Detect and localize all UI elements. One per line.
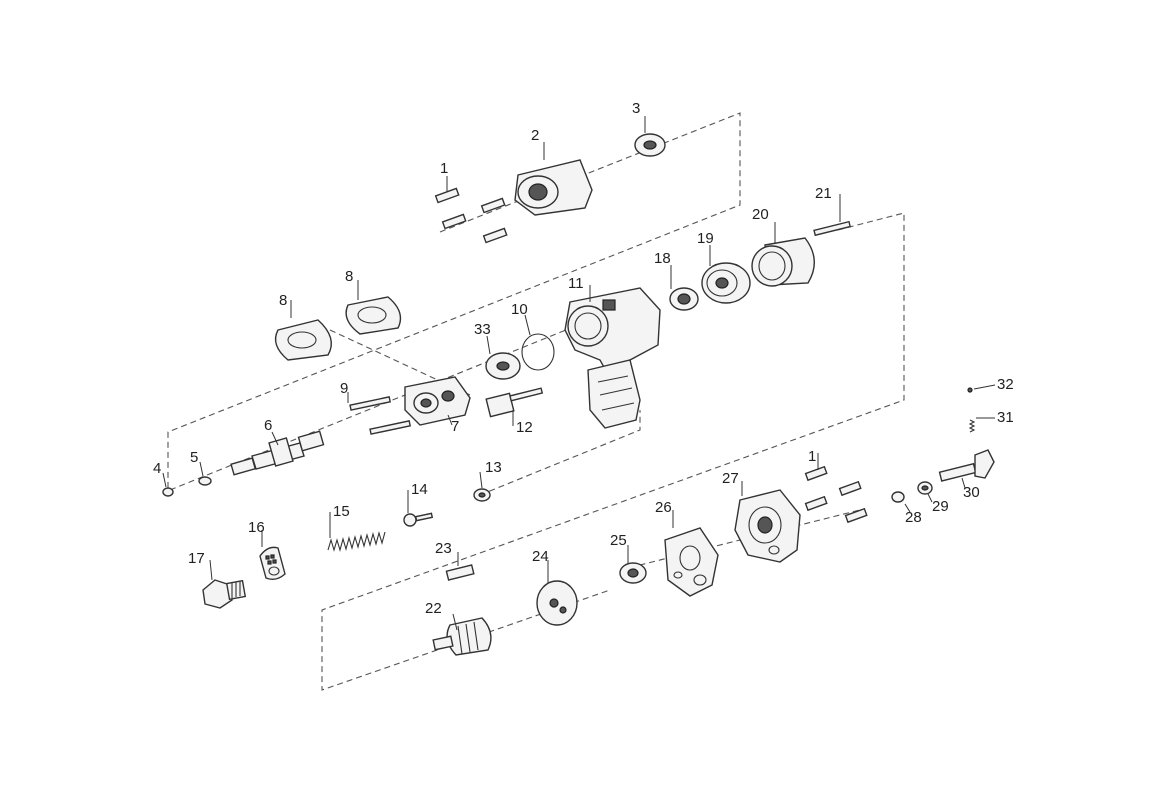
label-part-7: 7	[451, 418, 459, 435]
label-part-8-left: 8	[279, 292, 287, 309]
label-part-1-bottom: 1	[808, 448, 816, 465]
part-1-screws-top	[434, 187, 508, 244]
part-13-nut	[473, 488, 491, 502]
label-part-28: 28	[905, 509, 922, 526]
label-part-1-top: 1	[440, 160, 448, 177]
label-part-8-right: 8	[345, 268, 353, 285]
label-part-32: 32	[997, 376, 1014, 393]
label-part-17: 17	[188, 550, 205, 567]
label-part-25: 25	[610, 532, 627, 549]
part-29-o-ring	[917, 481, 933, 495]
label-part-14: 14	[411, 481, 428, 498]
part-17-inlet-bushing	[202, 579, 247, 609]
part-28-washer	[891, 491, 905, 503]
label-part-18: 18	[654, 250, 671, 267]
part-23-blade	[445, 564, 475, 581]
part-20-cylinder	[751, 237, 815, 287]
label-part-31: 31	[997, 409, 1014, 426]
part-21-pin	[813, 220, 852, 237]
label-part-16: 16	[248, 519, 265, 536]
part-14-valve-stem	[403, 512, 434, 527]
label-part-23: 23	[435, 540, 452, 557]
label-part-19: 19	[697, 230, 714, 247]
part-4-small-ring	[162, 487, 174, 497]
part-10-o-ring	[521, 333, 555, 371]
label-part-13: 13	[485, 459, 502, 476]
part-25-bearing	[619, 562, 647, 584]
part-11-housing	[564, 287, 661, 429]
label-part-11: 11	[568, 275, 584, 292]
label-part-3: 3	[632, 100, 640, 117]
label-part-24: 24	[532, 548, 549, 565]
label-part-20: 20	[752, 206, 769, 223]
part-16-reverse-plate	[259, 546, 286, 581]
label-part-22: 22	[425, 600, 442, 617]
label-part-12: 12	[516, 419, 533, 436]
part-24-end-plate	[536, 580, 578, 626]
part-19-rear-plate	[701, 262, 751, 304]
part-15-spring	[327, 531, 386, 552]
part-12-valve	[485, 387, 544, 418]
part-1-screws-bottom	[804, 465, 868, 524]
label-part-2: 2	[531, 127, 539, 144]
part-9-pins	[349, 396, 412, 435]
label-part-6: 6	[264, 417, 272, 434]
label-part-4: 4	[153, 460, 161, 477]
label-part-21: 21	[815, 185, 832, 202]
label-part-33: 33	[474, 321, 491, 338]
part-22-rotor	[432, 617, 492, 656]
label-part-26: 26	[655, 499, 672, 516]
label-part-10: 10	[511, 301, 528, 318]
part-32-ball	[967, 387, 973, 393]
part-2-front-cover	[514, 159, 593, 216]
label-part-27: 27	[722, 470, 739, 487]
part-33-washer	[485, 352, 521, 380]
label-part-9: 9	[340, 380, 348, 397]
label-part-29: 29	[932, 498, 949, 515]
label-part-15: 15	[333, 503, 350, 520]
part-26-gasket	[664, 527, 719, 597]
label-part-5: 5	[190, 449, 198, 466]
part-7-hammer-cage	[404, 376, 471, 426]
part-5-ring	[198, 476, 212, 486]
part-27-rear-cover	[734, 489, 801, 563]
part-8-boot-left	[274, 319, 332, 361]
part-8-boot-right	[345, 296, 402, 335]
part-18-bearing	[669, 287, 699, 311]
part-31-spring	[968, 419, 976, 433]
part-3-washer	[634, 133, 666, 157]
label-part-30: 30	[963, 484, 980, 501]
part-6-anvil	[230, 430, 325, 476]
part-30-throttle	[938, 449, 995, 482]
